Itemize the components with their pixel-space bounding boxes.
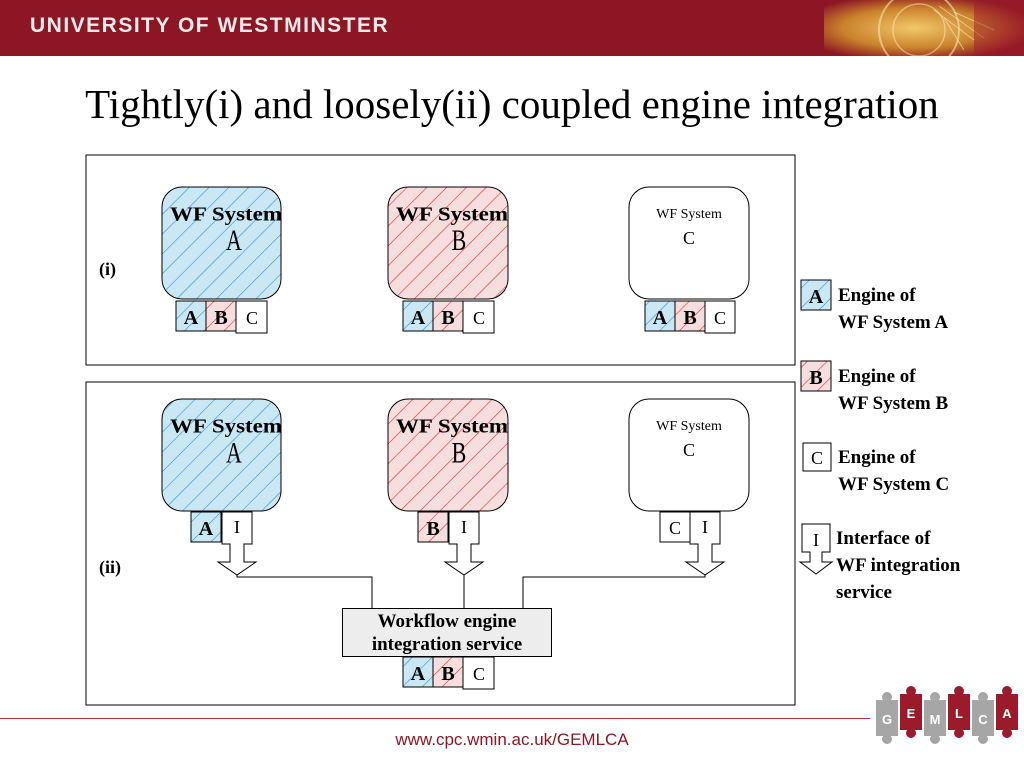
logo-letter: M (930, 712, 941, 727)
engine-c-cell (704, 300, 736, 334)
system-c-box-i (628, 186, 750, 300)
banner-decoration (824, 0, 1024, 56)
section-ii-label: (ii) (99, 557, 121, 577)
engine-a-letter: A (184, 307, 199, 329)
engine-c-letter: C (669, 518, 681, 538)
engine-b-letter: B (214, 307, 227, 329)
legend-engine-a-letter: A (809, 286, 824, 308)
connector-a (236, 575, 373, 608)
engine-c-letter: C (473, 308, 485, 328)
engine-c-cell (462, 656, 495, 690)
system-b-name-ii: WF System (396, 414, 508, 437)
interface-letter-a: I (234, 517, 240, 537)
logo-piece: A (996, 686, 1018, 738)
engine-b-letter: B (441, 307, 454, 329)
legend-engine-c-swatch (802, 442, 832, 472)
system-c-name-ii: WF System (656, 419, 722, 434)
engine-a-letter: A (653, 307, 668, 329)
legend-engine-c-letter: C (811, 448, 823, 468)
logo-letter: L (955, 706, 963, 721)
legend-engine-a-text: Engine of WF System A (838, 285, 949, 333)
engine-c-letter: C (246, 308, 258, 328)
engine-b-cell (432, 656, 464, 688)
engine-a-cell (402, 656, 434, 688)
logo-letter: A (1002, 706, 1012, 721)
system-a-box-i (161, 186, 282, 300)
interface-letter-b: I (461, 517, 467, 537)
engine-a-letter: A (411, 663, 426, 685)
engine-b-letter: B (683, 307, 696, 329)
university-name: UNIVERSITY OF WESTMINSTER (30, 14, 390, 37)
system-b-letter-ii: B (452, 436, 467, 469)
interface-arrow-b (443, 511, 485, 576)
legend-interface-arrow (798, 523, 834, 575)
engine-a-cell (402, 300, 434, 332)
slide-title: Tightly(i) and loosely(ii) coupled engin… (85, 81, 939, 127)
system-b-box-i (387, 186, 509, 300)
section-ii-frame (85, 381, 796, 706)
header-banner: UNIVERSITY OF WESTMINSTER (0, 0, 1024, 56)
engine-b-letter: B (426, 518, 439, 540)
engine-c-cell (235, 300, 268, 334)
logo-piece: E (900, 686, 922, 738)
engine-c-letter: C (473, 664, 485, 684)
system-a-letter-ii: A (226, 436, 242, 469)
legend-engine-a-swatch (800, 279, 832, 311)
legend-engine-b-letter: B (809, 367, 822, 389)
logo-letter: G (882, 712, 892, 727)
system-b-name-i: WF System (396, 202, 508, 225)
system-b-letter-i: B (452, 224, 467, 257)
logo-piece: M (924, 692, 946, 744)
section-i-label: (i) (99, 259, 116, 279)
logo-piece: C (972, 692, 994, 744)
engine-a-cell (190, 511, 222, 543)
system-a-name-ii: WF System (170, 414, 282, 437)
engine-a-cell (644, 300, 676, 332)
system-a-box-ii (161, 398, 282, 512)
legend-engine-b-text: Engine of WF System B (838, 366, 949, 414)
engine-c-letter: C (714, 308, 726, 328)
engine-b-letter: B (441, 663, 454, 685)
legend-interface-letter: I (813, 530, 819, 550)
engine-b-cell (417, 511, 449, 543)
logo-piece: L (948, 686, 970, 738)
system-c-name-i: WF System (656, 207, 722, 222)
engine-c-cell (462, 300, 495, 334)
legend-engine-b-swatch (800, 360, 832, 392)
logo-letter: E (907, 706, 916, 721)
logo-piece: G (876, 692, 898, 744)
system-b-box-ii (387, 398, 509, 512)
interface-arrow-a (216, 511, 258, 576)
system-c-box-ii (628, 398, 750, 512)
footer-url[interactable]: www.cpc.wmin.ac.uk/GEMLCA (395, 730, 629, 749)
section-i-frame (85, 154, 796, 366)
integration-service-box: Workflow engine integration service (342, 608, 552, 657)
logo-letter: C (978, 712, 988, 727)
legend-engine-c-text: Engine of WF System C (838, 447, 950, 495)
footer-divider (0, 718, 870, 719)
engine-b-cell (432, 300, 464, 332)
interface-letter-c: I (702, 517, 708, 537)
interface-arrow-c (684, 511, 726, 576)
engine-b-cell (674, 300, 706, 332)
system-c-letter-ii: C (683, 440, 695, 460)
engine-a-letter: A (199, 518, 214, 540)
system-a-name-i: WF System (170, 202, 282, 225)
legend-interface-text: Interface of WF integration service (836, 528, 961, 603)
engine-a-letter: A (411, 307, 426, 329)
connector-c (522, 575, 706, 608)
system-a-letter-i: A (226, 224, 242, 257)
engine-a-cell (175, 300, 207, 332)
system-c-letter-i: C (683, 228, 695, 248)
